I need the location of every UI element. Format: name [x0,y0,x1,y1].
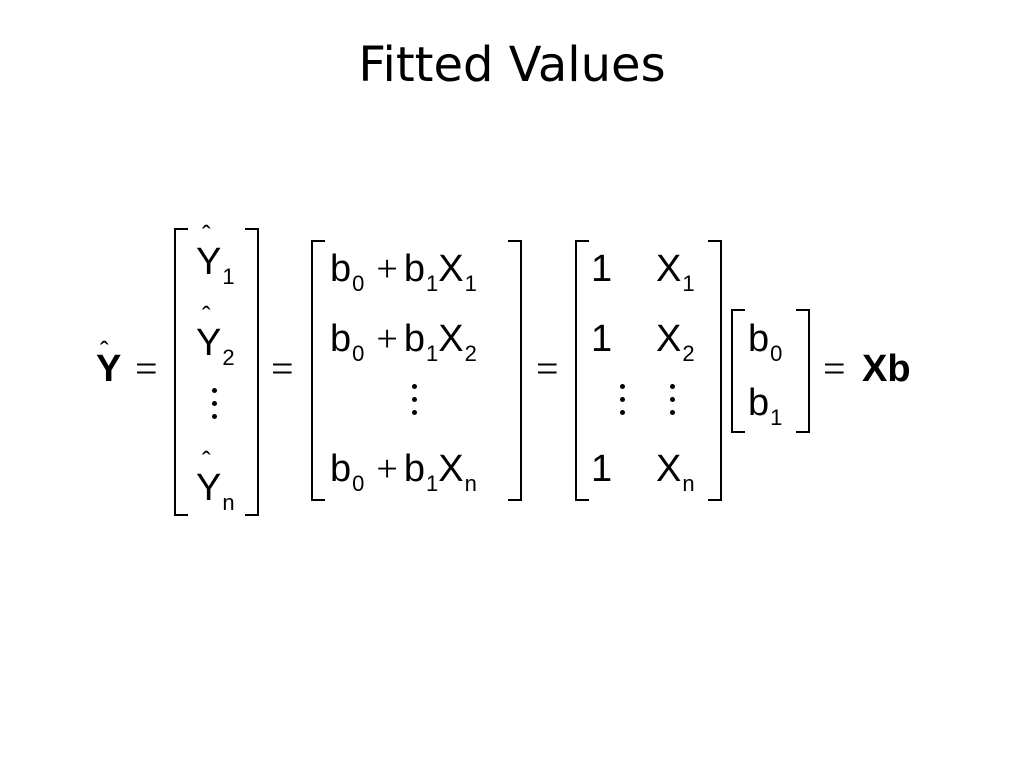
design-bracket-left [575,240,589,501]
design-row-n-one: 1 [591,448,613,490]
design-col1-vdots [620,384,626,418]
design-col2-vdots [670,384,676,418]
yhat-2: Y2 [196,322,235,370]
design-row-2-one: 1 [591,318,613,360]
equals-sign-4: = [823,346,846,391]
yhat-1: Y1 [196,241,235,289]
expanded-bracket-left [311,240,325,501]
rhs-xb: Xb [862,348,911,390]
yhat-bracket-right [245,228,259,516]
yhat-1-hat: ˆ [202,220,211,250]
design-row-2-x: X2 [656,318,695,366]
yhat-bracket-left [174,228,188,516]
equals-sign-1: = [135,346,158,391]
lhs-symbol: Y [96,348,122,390]
yhat-2-hat: ˆ [202,301,211,331]
expanded-row-n: b0+b1Xn [330,448,477,496]
design-bracket-right [708,240,722,501]
coef-b0: b0 [748,318,783,366]
coef-bracket-right [796,309,810,433]
expanded-bracket-right [508,240,522,501]
design-row-1-one: 1 [591,248,613,290]
equals-sign-3: = [536,346,559,391]
yhat-n-hat: ˆ [202,446,211,476]
equals-sign-2: = [271,346,294,391]
coef-b1: b1 [748,382,783,430]
expanded-vdots [412,384,418,418]
lhs-hat: ˆ [100,336,109,366]
coef-bracket-left [731,309,745,433]
design-row-1-x: X1 [656,248,695,296]
yhat-vdots [212,388,218,422]
design-row-n-x: Xn [656,448,695,496]
slide-title: Fitted Values [358,37,666,93]
yhat-n: Yn [196,467,235,515]
expanded-row-2: b0+b1X2 [330,318,477,366]
expanded-row-1: b0+b1X1 [330,248,477,296]
